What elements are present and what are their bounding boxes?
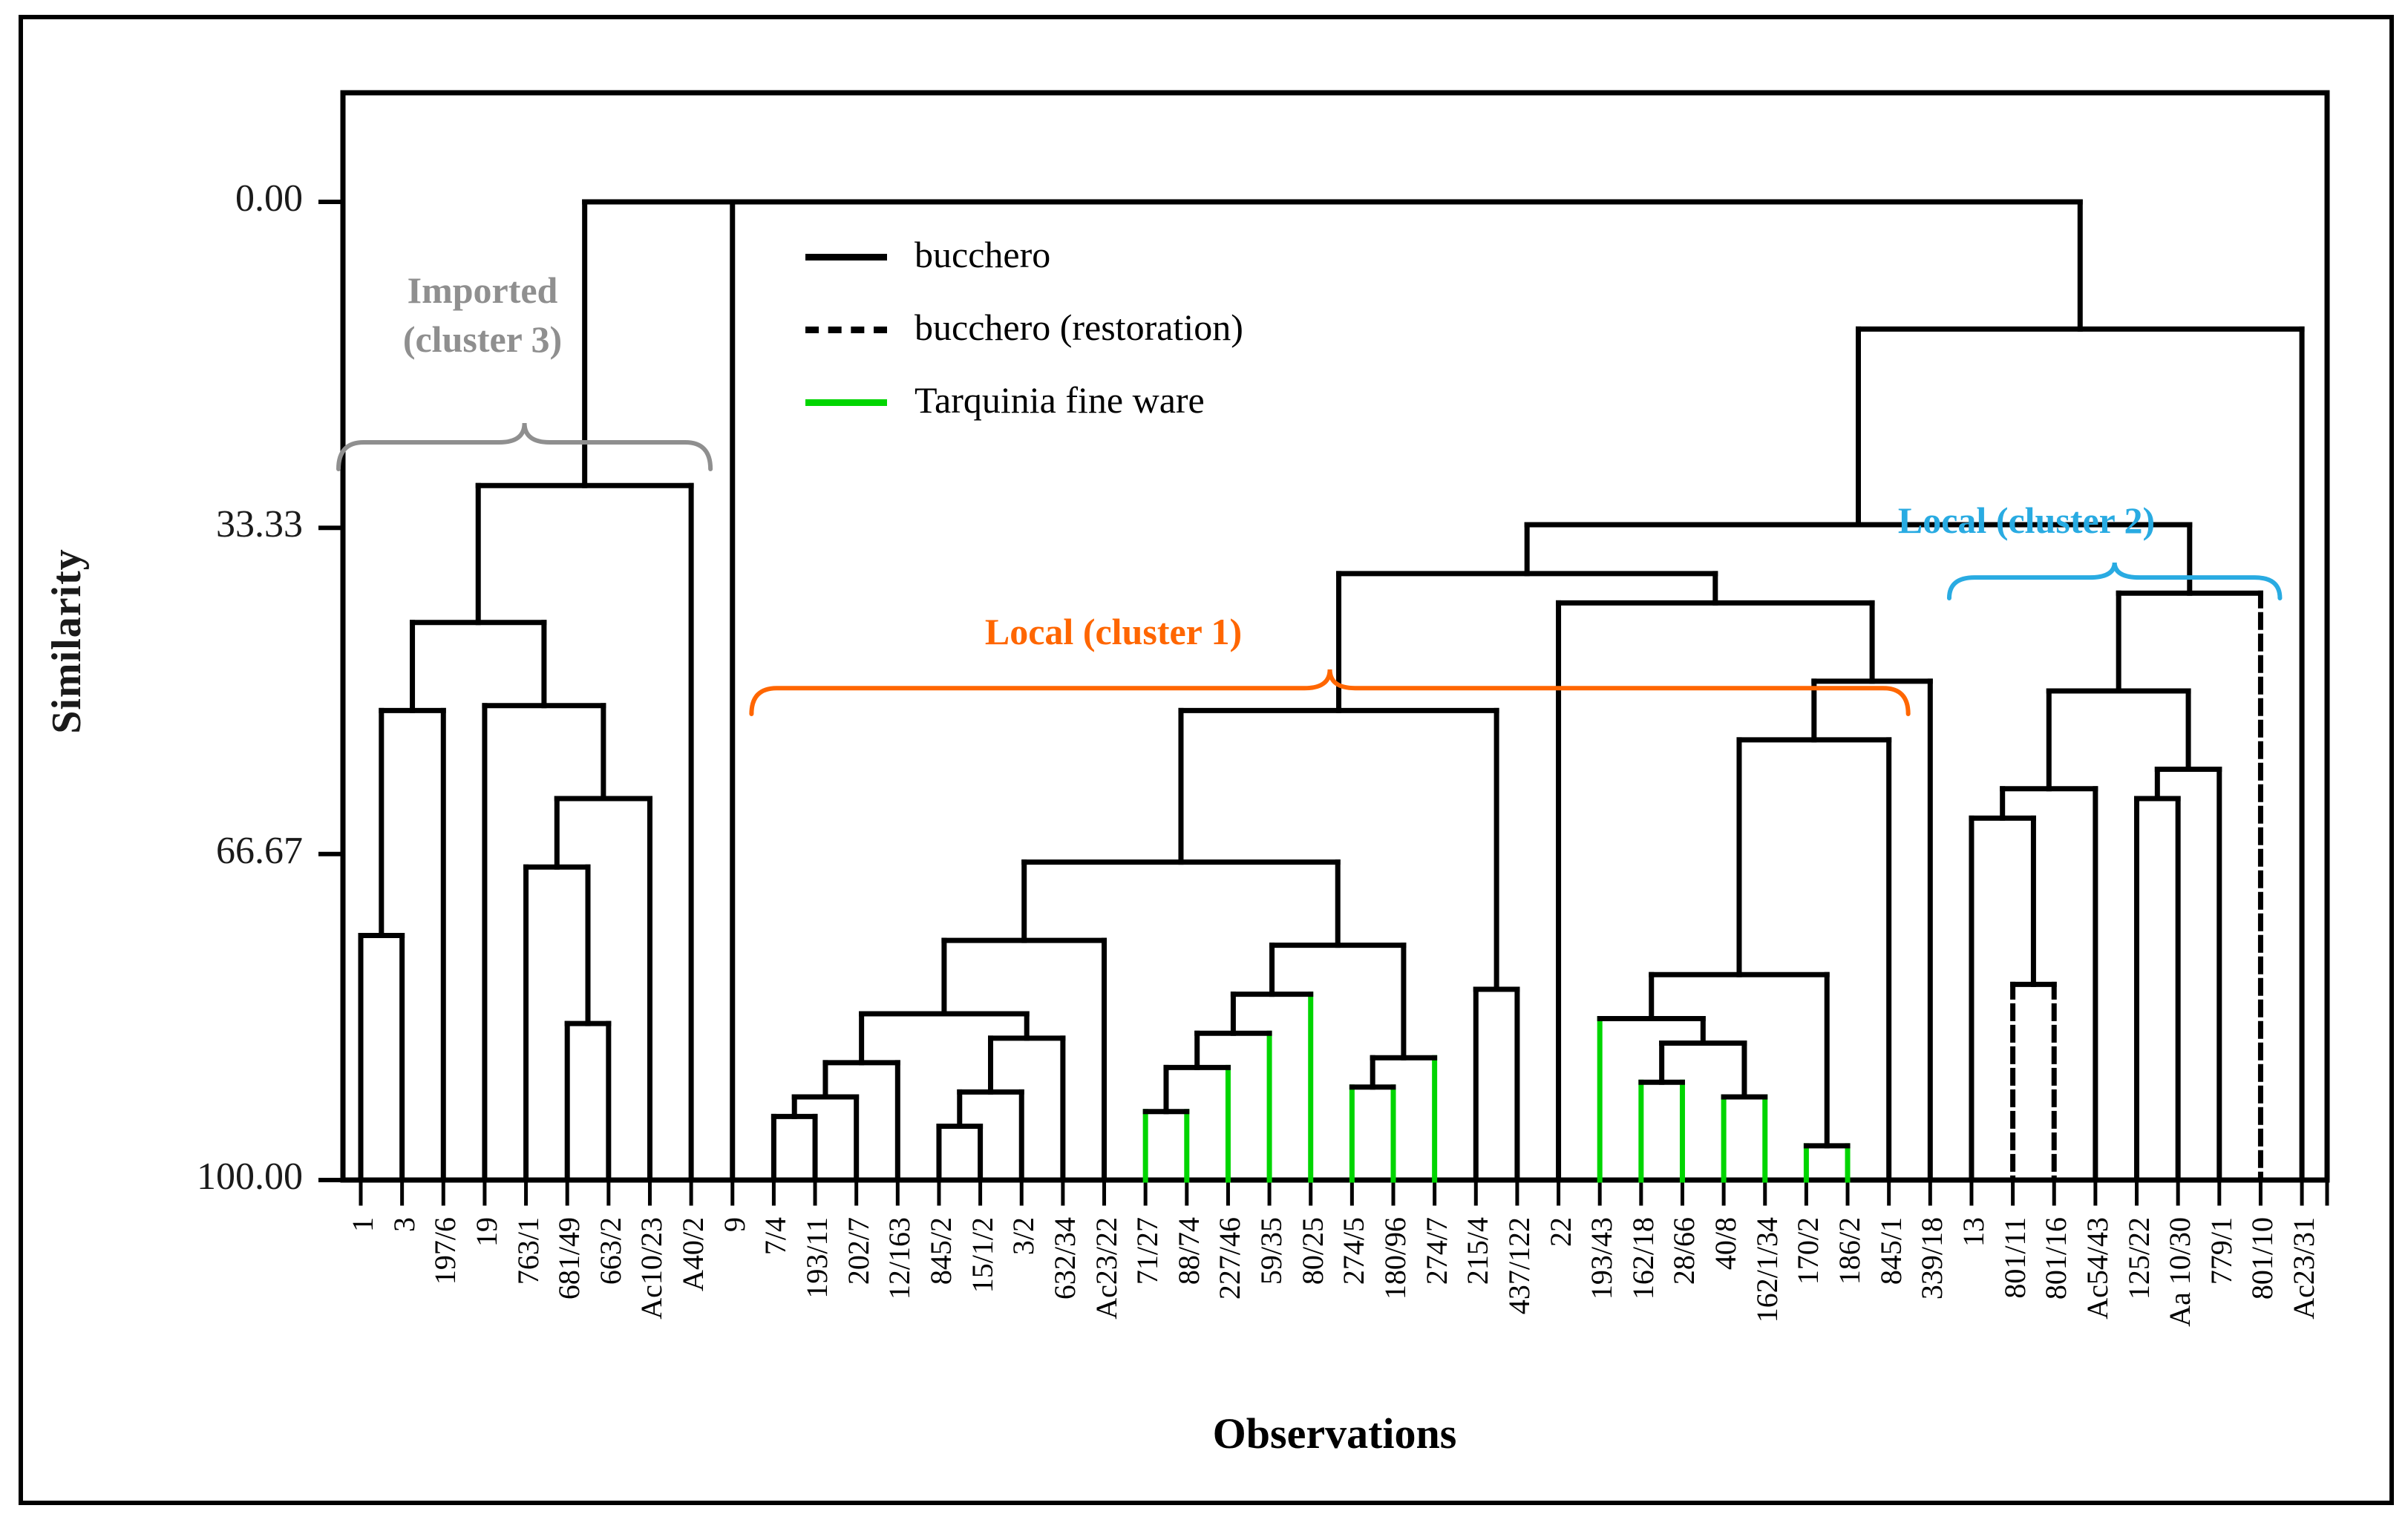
x-tick-label: 59/35 xyxy=(1254,1217,1289,1285)
figure-border xyxy=(19,15,2394,1505)
y-tick-label: 0.00 xyxy=(235,177,303,220)
x-tick-label: Ac54/43 xyxy=(2080,1217,2114,1320)
x-tick-label: 801/16 xyxy=(2039,1217,2073,1300)
x-tick-label: 663/2 xyxy=(593,1217,627,1285)
legend-label: Tarquinia fine ware xyxy=(915,379,1205,421)
cluster2-brace xyxy=(1946,562,2283,600)
x-tick-label: Ac23/31 xyxy=(2287,1217,2321,1320)
dashed-line-icon xyxy=(805,327,887,333)
legend-label: bucchero (restoration) xyxy=(915,307,1243,348)
legend-item-tarquinia: Tarquinia fine ware xyxy=(787,368,1455,441)
cluster1-brace xyxy=(749,669,1911,716)
y-tick-label: 33.33 xyxy=(216,503,303,546)
x-tick-label: 3 xyxy=(387,1217,421,1232)
y-tick-label: 100.00 xyxy=(197,1156,303,1198)
legend-item-bucchero: bucchero xyxy=(787,223,1455,295)
y-tick-label: 66.67 xyxy=(216,829,303,872)
x-tick-label: 339/18 xyxy=(1915,1217,1949,1300)
x-tick-label: 801/10 xyxy=(2245,1217,2280,1300)
plot-frame xyxy=(340,90,2330,1183)
x-tick-label: 215/4 xyxy=(1461,1217,1495,1285)
x-tick-label: 681/49 xyxy=(552,1217,586,1300)
x-tick-label: 170/2 xyxy=(1791,1217,1825,1285)
x-tick-label: 227/46 xyxy=(1213,1217,1247,1300)
imported-brace xyxy=(336,422,713,471)
x-tick-label: 197/6 xyxy=(428,1217,462,1285)
x-tick-label: Ac23/22 xyxy=(1089,1217,1123,1320)
x-tick-label: 88/74 xyxy=(1171,1217,1205,1285)
solid-line-icon xyxy=(805,254,887,260)
x-tick-label: 3/2 xyxy=(1007,1217,1041,1256)
x-tick-label: 125/22 xyxy=(2121,1217,2156,1300)
x-tick-label: 437/122 xyxy=(1502,1217,1536,1315)
x-tick-label: 22 xyxy=(1543,1217,1577,1247)
x-tick-label: 193/11 xyxy=(800,1217,834,1299)
cluster3-annotation-line2: (cluster 3) xyxy=(402,318,563,360)
cluster3-annotation-label: Imported (cluster 3) xyxy=(319,266,646,364)
x-tick-label: 15/1/2 xyxy=(965,1217,999,1294)
green-line-icon xyxy=(805,399,887,406)
x-tick-label: 763/1 xyxy=(511,1217,545,1285)
x-tick-label: 202/7 xyxy=(841,1217,875,1285)
x-tick-label: 193/43 xyxy=(1585,1217,1619,1300)
x-tick-label: 186/2 xyxy=(1833,1217,1867,1285)
x-tick-label: 779/1 xyxy=(2204,1217,2238,1285)
y-axis-title: Similarity xyxy=(44,548,90,734)
x-tick-label: 80/25 xyxy=(1295,1217,1329,1285)
x-tick-label: 162/18 xyxy=(1626,1217,1660,1300)
x-tick-label: 13 xyxy=(1956,1217,1990,1247)
x-tick-label: 180/96 xyxy=(1378,1217,1412,1300)
x-tick-label: A40/2 xyxy=(676,1217,710,1291)
x-tick-label: 274/5 xyxy=(1337,1217,1371,1285)
cluster3-annotation-line1: Imported xyxy=(407,269,558,311)
cluster2-annotation-label: Local (cluster 2) xyxy=(1897,499,2156,541)
legend-label: bucchero xyxy=(915,234,1051,275)
x-axis-title: Observations xyxy=(1212,1409,1457,1458)
x-tick-label: 162/1/34 xyxy=(1750,1217,1784,1323)
x-tick-label: Aa 10/30 xyxy=(2163,1217,2197,1327)
x-tick-label: Ac10/23 xyxy=(635,1217,669,1320)
x-tick-label: 71/27 xyxy=(1131,1217,1165,1285)
x-tick-label: 845/1 xyxy=(1874,1217,1908,1285)
x-tick-label: 19 xyxy=(469,1217,503,1247)
legend-item-restoration: bucchero (restoration) xyxy=(787,295,1455,368)
x-tick-label: 801/11 xyxy=(1998,1217,2032,1299)
x-tick-label: 274/7 xyxy=(1419,1217,1453,1285)
x-tick-label: 9 xyxy=(717,1217,751,1232)
x-tick-label: 845/2 xyxy=(923,1217,958,1285)
legend-box: bucchero bucchero (restoration) Tarquini… xyxy=(787,223,1455,441)
x-tick-label: 40/8 xyxy=(1709,1217,1743,1271)
x-tick-label: 28/66 xyxy=(1667,1217,1701,1285)
x-tick-label: 7/4 xyxy=(759,1217,793,1256)
x-tick-label: 12/163 xyxy=(883,1217,917,1300)
x-tick-label: 1 xyxy=(346,1217,379,1232)
cluster1-annotation-label: Local (cluster 1) xyxy=(984,611,1243,652)
x-tick-label: 632/34 xyxy=(1047,1217,1082,1300)
